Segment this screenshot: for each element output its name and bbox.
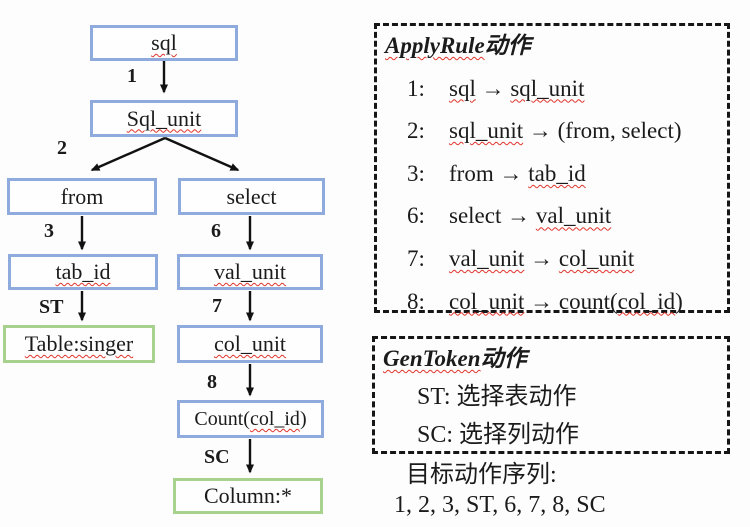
- text-part: col_id: [617, 288, 676, 314]
- text-part: →: [524, 245, 559, 271]
- edge-label-6: 6: [211, 220, 221, 242]
- text-part: col_id: [249, 408, 300, 430]
- text-part: col_unit: [558, 245, 635, 271]
- text-part: → count(: [524, 288, 618, 314]
- tree-node-col-unit: col_unit: [177, 325, 323, 363]
- applyrule-box: ApplyRule动作 1: sql → sql_unit 2: sql_uni…: [374, 23, 730, 316]
- edge-label-7: 7: [212, 295, 222, 317]
- rule-text: select → val_unit: [449, 202, 611, 230]
- text-part: sql_unit: [510, 75, 585, 101]
- target-sequence-label: 目标动作序列:: [406, 462, 557, 488]
- rule-text: col_unit → count(col_id): [449, 288, 683, 316]
- gentoken-title: GenToken动作: [383, 345, 727, 373]
- text-part: ): [299, 408, 307, 430]
- rule-number: 3:: [407, 160, 425, 186]
- gentoken-title-zh: 动作: [480, 346, 527, 371]
- edge-label-sc: SC: [204, 446, 230, 468]
- text-part: col_unit: [449, 288, 525, 314]
- rule-text: from → tab_id: [449, 160, 586, 188]
- text-part: Count(: [194, 408, 250, 430]
- arrow-diagonal-left-icon: [90, 136, 166, 172]
- edge-label-3: 3: [44, 220, 54, 242]
- text-part: col_unit: [213, 331, 287, 356]
- tree-node-sql: sql: [90, 25, 238, 61]
- rule-item-7: 7: val_unit → col_unit: [407, 245, 727, 273]
- edge-label-st: ST: [39, 296, 64, 318]
- rule-item-1: 1: sql → sql_unit: [407, 75, 727, 103]
- rule-text: val_unit → col_unit: [449, 245, 634, 273]
- rule-item-2: 2: sql_unit → (from, select): [407, 117, 727, 145]
- text-part: ): [675, 288, 683, 314]
- target-sequence-block: 目标动作序列: 1, 2, 3, ST, 6, 7, 8, SC: [394, 460, 606, 520]
- text-part: select: [226, 183, 277, 209]
- rule-number: 7:: [407, 245, 425, 271]
- text-part: Table:singer: [24, 331, 134, 356]
- edge-label-1: 1: [127, 65, 137, 87]
- rule-number: 2:: [407, 118, 425, 144]
- text-part: sql_unit: [449, 118, 524, 144]
- rule-text: sql → sql_unit: [449, 75, 584, 103]
- rule-number: 1:: [407, 75, 425, 101]
- rule-item-8: 8: col_unit → count(col_id): [407, 288, 727, 316]
- text-part: sql: [449, 75, 476, 101]
- text-part: val_unit: [213, 259, 287, 284]
- text-part: from →: [449, 160, 529, 186]
- tree-node-table-singer: Table:singer: [3, 325, 155, 363]
- text-part: → (from, select): [523, 118, 682, 144]
- gentoken-title-en: GenToken: [383, 346, 481, 371]
- tree-node-count-col-id: Count(col_id): [177, 400, 324, 438]
- tree-node-tab-id: tab_id: [8, 254, 158, 290]
- text-part: tab_id: [55, 259, 111, 284]
- edge-label-2: 2: [57, 137, 67, 159]
- rule-item-3: 3: from → tab_id: [407, 160, 727, 188]
- text-part: val_unit: [535, 203, 612, 229]
- tree-arrows-layer: [78, 61, 254, 474]
- target-sequence-values: 1, 2, 3, ST, 6, 7, 8, SC: [394, 492, 606, 518]
- tree-node-select: select: [178, 178, 325, 215]
- text-part: val_unit: [449, 245, 525, 271]
- gentoken-line-sc: SC: 选择列动作: [417, 422, 580, 449]
- arrow-diagonal-right-icon: [164, 136, 240, 172]
- text-part: Sql_unit: [126, 105, 202, 131]
- gentoken-line-st: ST: 选择表动作: [417, 383, 577, 410]
- rule-number: 6:: [407, 203, 425, 229]
- text-part: Column:*: [203, 483, 292, 508]
- tree-node-val-unit: val_unit: [177, 254, 323, 290]
- tree-node-column-star: Column:*: [173, 478, 323, 514]
- applyrule-title: ApplyRule动作: [385, 32, 727, 60]
- text-part: select →: [449, 203, 536, 229]
- text-part: from: [60, 183, 104, 209]
- gentoken-box: GenToken动作 ST: 选择表动作 SC: 选择列动作: [372, 336, 730, 454]
- applyrule-title-zh: 动作: [484, 33, 531, 58]
- text-part: →: [475, 75, 511, 101]
- applyrule-title-en: ApplyRule: [385, 33, 485, 58]
- parse-tree-panel: sql Sql_unit from select tab_id val_unit…: [0, 0, 360, 527]
- rule-item-6: 6: select → val_unit: [407, 202, 727, 230]
- edge-label-8: 8: [207, 371, 217, 393]
- tree-node-from: from: [7, 178, 157, 215]
- tree-node-sql-unit: Sql_unit: [90, 100, 238, 137]
- text-part: tab_id: [528, 160, 586, 186]
- text-part: sql: [151, 30, 177, 55]
- rule-text: sql_unit → (from, select): [449, 117, 682, 145]
- rule-number: 8:: [407, 288, 425, 314]
